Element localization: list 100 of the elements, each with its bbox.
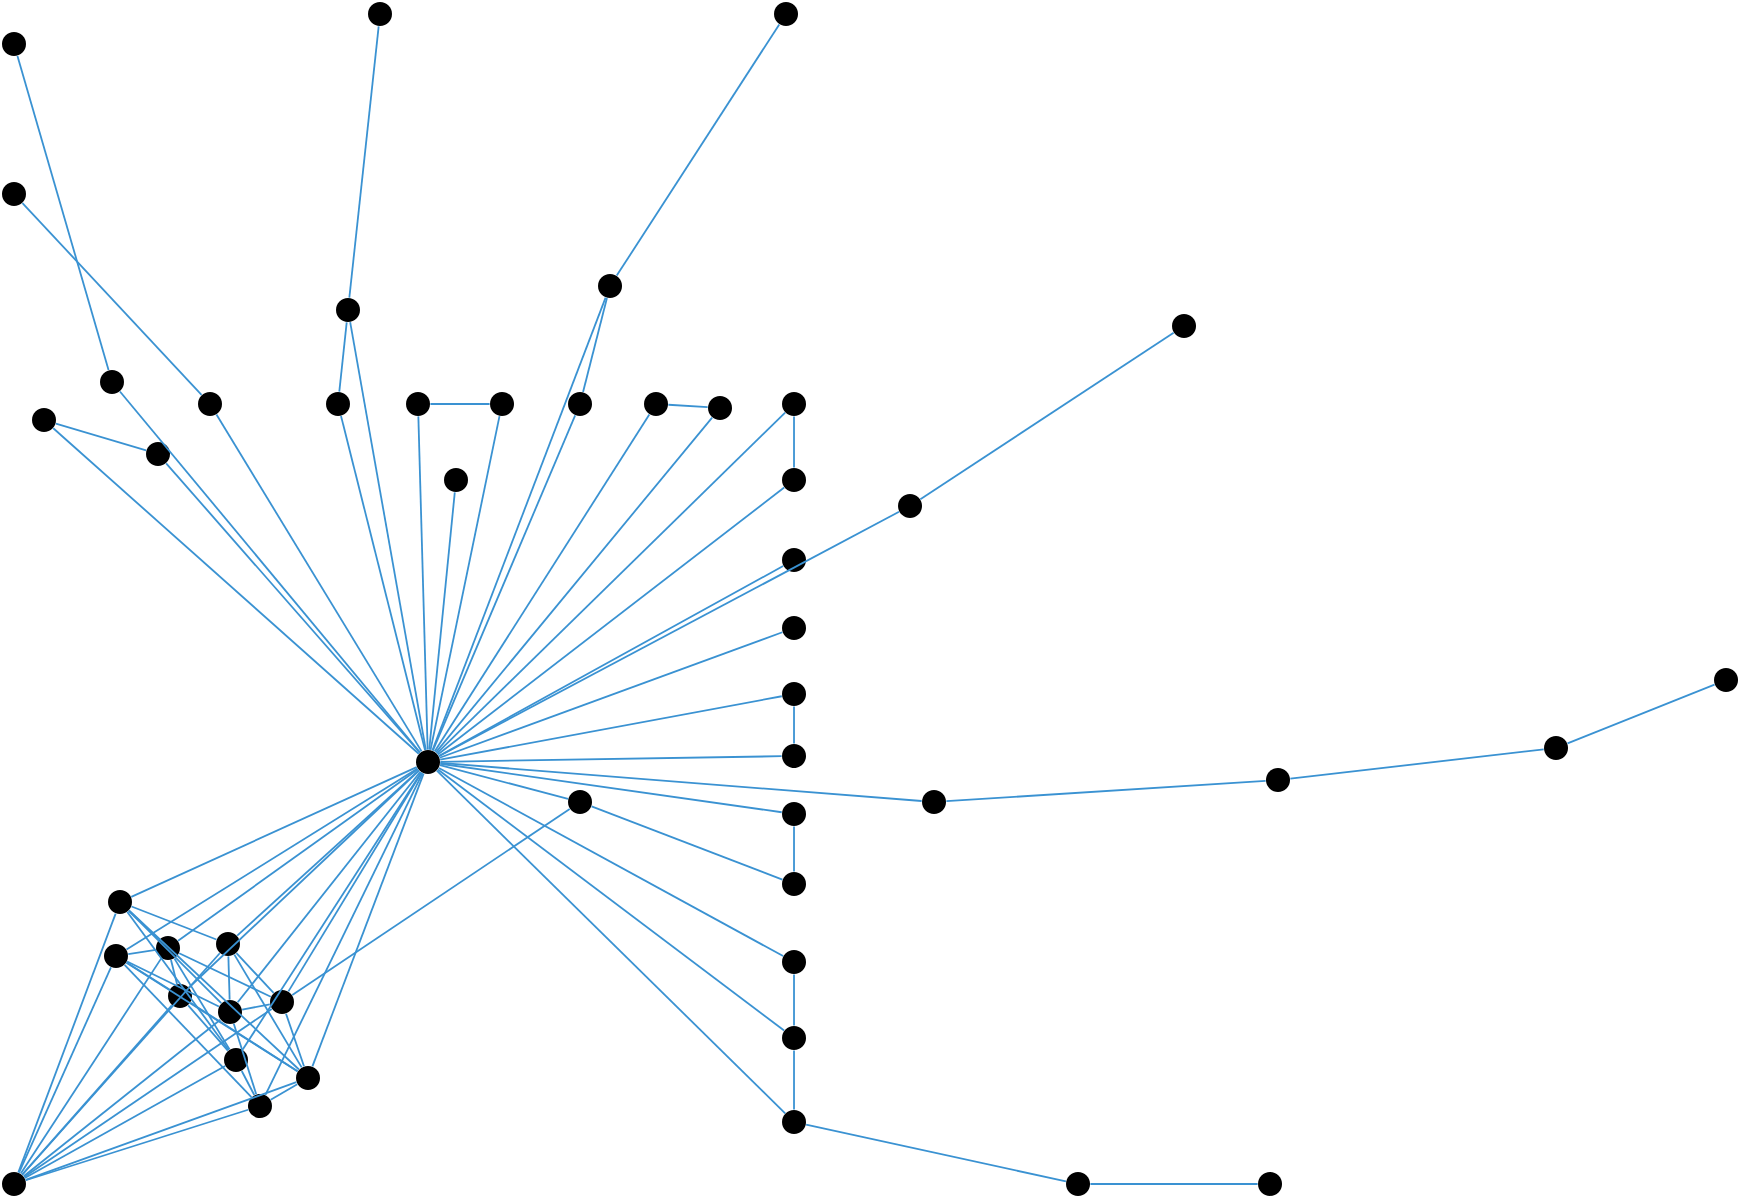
edge-line <box>340 415 426 751</box>
edge-line <box>439 764 569 800</box>
edge-line <box>125 767 419 951</box>
graph-vertex <box>644 392 668 416</box>
edge-line <box>348 25 380 299</box>
edge-line <box>945 779 1267 803</box>
edge-line <box>24 1081 298 1181</box>
edge-line <box>431 296 607 752</box>
graph-vertex <box>1066 1172 1090 1196</box>
edge-line <box>667 403 709 409</box>
edge-line <box>236 769 420 937</box>
edge-line <box>23 1065 227 1179</box>
edge-line <box>793 415 795 469</box>
edge-line <box>435 411 787 755</box>
edge-line <box>130 905 218 941</box>
edge-line <box>805 1123 1067 1183</box>
edge-line <box>433 413 651 753</box>
graph-vertex <box>248 1094 272 1118</box>
edge-line <box>793 973 795 1027</box>
graph-vertex <box>326 392 350 416</box>
graph-vertex <box>198 392 222 416</box>
graph-vertex <box>218 1000 242 1024</box>
graph-vertex <box>568 790 592 814</box>
edge-line <box>55 422 147 452</box>
edge-line <box>438 510 900 758</box>
edge-line <box>187 1004 229 1052</box>
graph-vertex <box>568 392 592 416</box>
edge-line <box>429 415 501 751</box>
edge-line <box>582 297 608 393</box>
graph-vertex <box>224 1048 248 1072</box>
graph-vertex <box>156 936 180 960</box>
graph-vertex <box>168 984 192 1008</box>
edge-line <box>439 762 783 814</box>
edge-line <box>241 1003 271 1011</box>
graph-vertex <box>782 1110 806 1134</box>
graph-vertex <box>2 182 26 206</box>
graph-vertex <box>104 944 128 968</box>
graph-vertex <box>108 890 132 914</box>
edge-line <box>233 953 303 1069</box>
edge-line <box>235 952 275 994</box>
edge-line <box>439 762 923 802</box>
graph-vertex <box>336 298 360 322</box>
edge-line <box>590 805 784 881</box>
edge-line <box>240 1070 256 1096</box>
edge-line <box>1289 748 1545 780</box>
edge-line <box>170 959 178 985</box>
edge-line <box>338 321 348 393</box>
edge-line <box>188 769 420 989</box>
graph-vertex <box>782 392 806 416</box>
edge-line <box>311 772 425 1068</box>
edge-line <box>127 909 223 1005</box>
graph-vertex <box>598 274 622 298</box>
graph-vertex <box>782 682 806 706</box>
edge-line <box>52 427 420 755</box>
edge-line <box>428 491 456 751</box>
edge-line <box>21 1004 173 1176</box>
edge-line <box>24 1108 250 1182</box>
graph-vertex <box>490 392 514 416</box>
edge-line <box>269 1083 299 1101</box>
edge-line <box>438 767 785 957</box>
edge-line <box>21 202 203 396</box>
edge-line <box>165 462 421 754</box>
edge-line <box>19 957 163 1175</box>
graph-vertex <box>32 408 56 432</box>
graph-vertex <box>216 932 240 956</box>
edge-line <box>1566 683 1716 745</box>
graph-vertex <box>444 468 468 492</box>
edge-line <box>1089 1183 1259 1185</box>
graph-vertex <box>1258 1172 1282 1196</box>
edge-line <box>128 909 300 1071</box>
graph-vertex <box>782 802 806 826</box>
edge-line <box>439 695 783 761</box>
graph-vertex <box>1714 668 1738 692</box>
edge-line <box>189 1001 299 1073</box>
edge-line <box>919 331 1175 501</box>
edge-line <box>431 414 577 752</box>
edge-line <box>123 964 253 1098</box>
edge-line <box>435 416 713 754</box>
graph-vertex <box>782 616 806 640</box>
edge-line <box>291 808 571 996</box>
edge-line <box>232 1022 258 1096</box>
graph-vertex <box>782 1026 806 1050</box>
edge-line <box>21 952 221 1176</box>
edge-line <box>23 1008 273 1178</box>
graph-vertex <box>2 1172 26 1196</box>
edge-line <box>173 957 231 1051</box>
graph-vertex <box>782 548 806 572</box>
edge-line <box>615 23 781 277</box>
edge-line <box>439 755 783 763</box>
edge-line <box>241 771 423 1051</box>
graph-vertex <box>774 2 798 26</box>
graph-vertex <box>708 396 732 420</box>
graph-vertex <box>782 744 806 768</box>
graph-vertex <box>296 1066 320 1090</box>
graph-vertex <box>922 790 946 814</box>
edge-line <box>215 413 423 753</box>
edge-line <box>130 766 418 898</box>
graph-vertex <box>782 468 806 492</box>
graph-vertex <box>782 950 806 974</box>
graph-vertex <box>2 32 26 56</box>
